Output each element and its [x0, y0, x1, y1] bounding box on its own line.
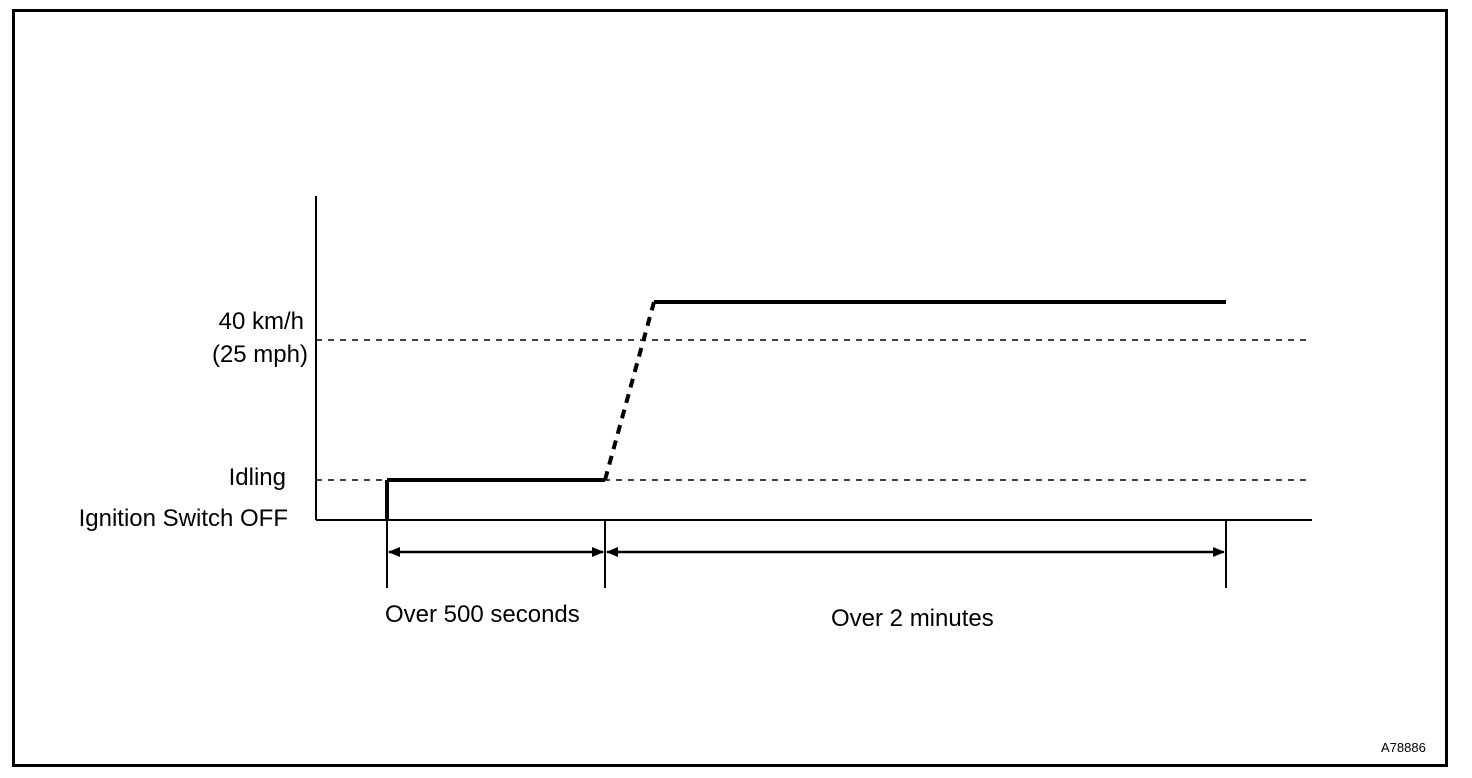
- speed-mph-label: (25 mph): [211, 341, 308, 368]
- profile-acceleration-segment: [603, 301, 656, 481]
- interval-2-label: Over 2 minutes: [831, 605, 994, 632]
- speed-kmh-label: 40 km/h: [218, 308, 304, 335]
- figure-code: A78886: [1381, 740, 1426, 755]
- interval-1-label: Over 500 seconds: [385, 601, 580, 628]
- idling-label: Idling: [228, 464, 286, 491]
- figure-frame: [12, 9, 1448, 767]
- ignition-off-label: Ignition Switch OFF: [78, 505, 288, 532]
